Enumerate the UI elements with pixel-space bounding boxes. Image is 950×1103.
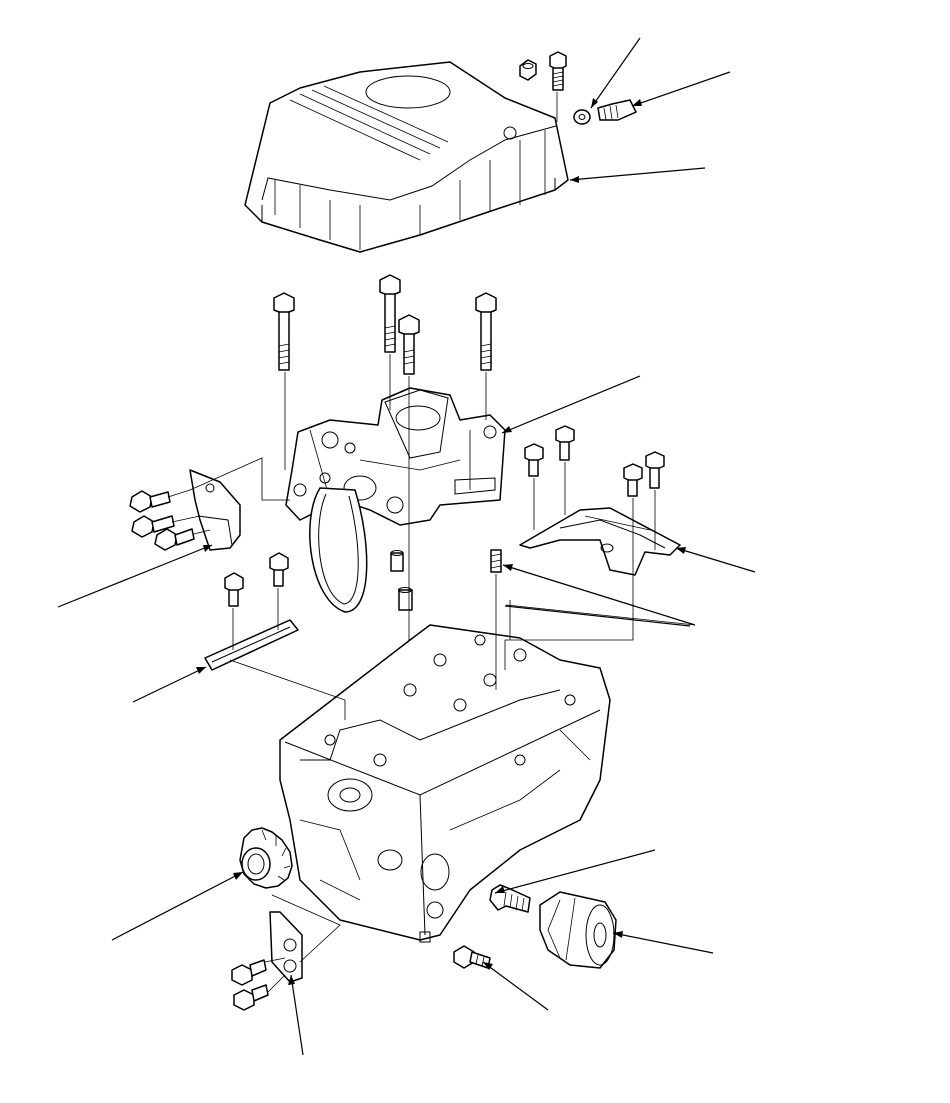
callout-arrow-oil-pump — [501, 375, 641, 434]
baffle-bolt — [555, 425, 575, 461]
pump-mounting-bolt — [379, 274, 401, 353]
callout-arrow-crankshaft-sprocket — [111, 871, 244, 941]
tensioner-bolt — [131, 515, 175, 538]
baffle-bolt — [645, 451, 665, 489]
baffle-bolt — [524, 443, 544, 477]
crankshaft-sprocket — [239, 827, 293, 889]
callout-arrow-drain-washer — [590, 37, 641, 109]
chain-guide — [204, 619, 299, 671]
connecting-lines — [167, 92, 696, 993]
guide-bolt — [224, 572, 244, 607]
callout-arrow-chain-guide — [132, 666, 207, 703]
dowel-pin — [390, 550, 404, 572]
callout-leaders — [57, 37, 756, 1056]
bracket — [269, 911, 303, 983]
drain-washer — [573, 109, 591, 125]
chain-tensioner — [189, 469, 241, 551]
bracket-bolt — [231, 959, 267, 986]
oil-filter — [539, 891, 617, 969]
tensioner-bolt — [129, 490, 171, 513]
callout-arrow-oil-pressure-switch — [482, 961, 549, 1011]
callout-arrow-baffle-bolt — [504, 605, 691, 627]
oil-pump-chain — [309, 487, 368, 613]
guide-bolt — [269, 552, 289, 587]
callout-arrow-oil-pan — [569, 167, 706, 183]
oil-pan — [244, 61, 569, 253]
callout-arrow-bracket — [288, 974, 304, 1056]
oil-pan-nut — [519, 59, 537, 81]
stud-bolt — [490, 549, 502, 573]
pump-mounting-bolt — [475, 292, 497, 371]
oil-pan-bolt — [549, 51, 567, 91]
tensioner-bolt — [154, 528, 195, 551]
baffle-plate — [519, 507, 681, 576]
callout-arrow-stud-bolt — [502, 564, 696, 626]
callout-arrow-drain-bolt — [631, 71, 731, 107]
callout-arrow-oil-filter — [612, 931, 714, 954]
callout-arrow-chain-tensioner — [57, 544, 213, 608]
dowel-pin — [398, 587, 413, 611]
drain-bolt — [597, 99, 637, 121]
pump-mounting-bolt — [398, 314, 420, 375]
pump-mounting-bolt — [273, 292, 295, 371]
callout-arrow-baffle-plate — [675, 547, 756, 573]
oil-pressure-switch — [453, 945, 491, 969]
bracket-bolt — [233, 984, 269, 1011]
callout-arrow-oil-filter-joint — [494, 849, 656, 894]
baffle-bolt — [623, 463, 643, 497]
cylinder-block — [279, 624, 611, 943]
